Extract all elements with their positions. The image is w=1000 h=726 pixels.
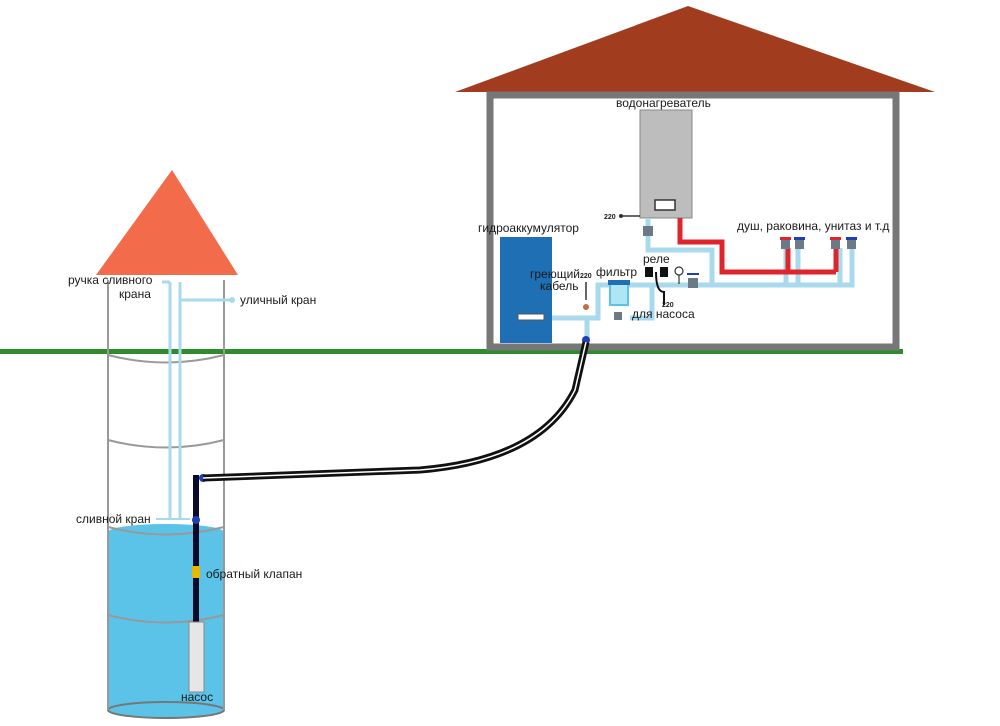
consumer-taps [780,237,857,249]
drain-tap-fitting [192,516,200,524]
label-220-heater: 220 [604,214,616,221]
label-heating-cable-1: греющий [530,267,580,281]
well-bottom [107,701,225,719]
label-heating-cable-2: кабель [540,279,578,293]
relay-wire [655,271,665,305]
label-street-tap: уличный кран [240,293,316,307]
well-walls [107,280,225,710]
heater-inlet-valve [643,226,653,236]
supply-hose [202,341,590,482]
label-accumulator: гидроаккумулятор [478,221,579,235]
well-water [109,532,224,710]
filter-housing [609,282,629,306]
well-roof [96,170,238,275]
label-check-valve: обратный клапан [206,567,302,581]
ground-line [0,349,903,354]
house-walls [486,91,900,351]
house-check-valve [688,278,698,288]
relay-box-1 [645,267,653,277]
label-relay: реле [643,252,670,266]
well-water-surface [108,524,224,540]
label-consumers: душ, раковина, унитаз и т.д [737,219,889,233]
house-roof [455,6,935,92]
house-hot-pipes [677,218,839,275]
pump-body [188,621,205,693]
well-cold-pipes [162,280,232,520]
label-water-heater: водонагреватель [616,96,711,110]
label-drain-handle-1: ручка сливного [68,273,153,287]
check-valve-body [192,566,200,578]
street-tap-icon [229,297,235,303]
water-heater-display [654,199,676,211]
label-220-cable: 220 [580,273,592,280]
label-pump: насос [181,690,213,704]
filter-valve [614,312,622,320]
label-filter: фильтр [596,265,637,279]
label-drain-tap: сливной кран [76,512,151,526]
label-for-pump: для насоса [632,307,695,321]
relay-box-2 [660,267,668,277]
label-220-relay: 220 [662,302,674,309]
label-drain-handle-2: крана [119,287,151,301]
accumulator-stand [517,313,545,321]
accumulator-tank [500,237,552,343]
heater-power-plug [619,214,623,218]
heating-cable-junction [583,304,589,310]
supply-hose-highlight [202,341,587,479]
filter-cap [608,280,630,285]
pressure-gauge [674,266,684,276]
